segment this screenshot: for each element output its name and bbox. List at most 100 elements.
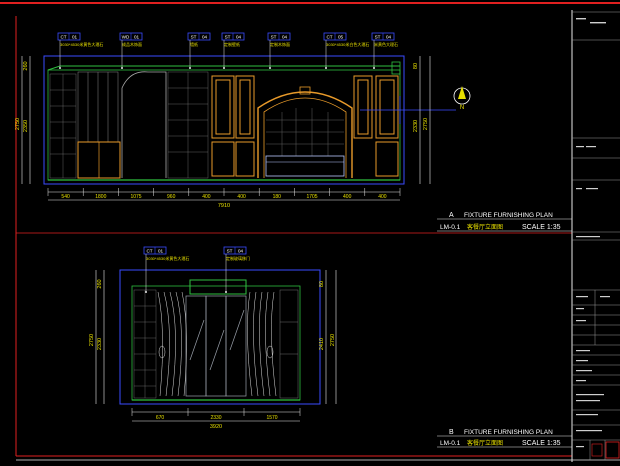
b-dim-label-2: 1570 — [266, 415, 277, 421]
drawing-tag-a: A LM-0.1 FIXTURE FURNISHING PLAN 客餐厅立面图 … — [437, 212, 572, 232]
a-callout-code-3: ST — [225, 35, 231, 40]
tag-letter-a: A — [449, 212, 454, 219]
elevation-a — [43, 55, 456, 185]
b-callout-note-1: 定制玻璃移门 — [226, 255, 250, 261]
marble-hatch-mid — [167, 71, 209, 179]
north-marker: N — [453, 86, 471, 111]
tag-letter-b: B — [449, 429, 454, 436]
a-callout-code-1: WD — [122, 35, 130, 40]
a-dim-label-0: 540 — [61, 194, 70, 200]
tag-number-a: LM-0.1 — [440, 224, 461, 231]
marble-hatch-b — [133, 289, 157, 399]
a-callout-num-1: 01 — [134, 35, 140, 40]
title-en-a: FIXTURE FURNISHING PLAN — [464, 212, 553, 219]
a-dim-label-9: 400 — [378, 194, 387, 200]
panel-right-b — [279, 289, 299, 399]
sheet-number-box — [605, 441, 620, 459]
b-callout-code-1: ST — [227, 249, 233, 254]
glass-sliding-doors — [185, 295, 247, 397]
overall-width-b: 3920 — [210, 424, 222, 430]
a-callout-code-5: CT — [326, 35, 332, 40]
right-dim-a-total: 2750 — [423, 118, 429, 130]
panel-column — [77, 71, 119, 143]
left-dim-a-main: 2350 — [23, 120, 29, 132]
a-callout-code-6: ST — [375, 35, 381, 40]
a-dim-label-5: 400 — [237, 194, 246, 200]
title-block-text-marks — [576, 18, 610, 448]
right-dim-b-main: 2410 — [319, 338, 325, 350]
right-dim-b-top: 80 — [319, 281, 325, 287]
scale-b: SCALE 1:35 — [522, 440, 561, 447]
left-dim-b-top: 260 — [97, 279, 103, 288]
curtain-left — [157, 291, 187, 397]
b-callout-code-0: CT — [146, 249, 152, 254]
a-callout-num-2: 04 — [202, 35, 208, 40]
dims-b: 670 2330 1570 3920 2750 2330 260 2750 2410… — [89, 270, 337, 430]
overall-width-a: 7910 — [218, 203, 230, 209]
curtain-right — [247, 291, 277, 397]
cabinet-left — [77, 141, 121, 179]
a-dim-label-4: 400 — [202, 194, 211, 200]
north-label: N — [460, 105, 464, 111]
b-dim-label-1: 2330 — [210, 415, 221, 421]
a-callout-note-0: 3030*4530米黄色大理石 — [60, 41, 103, 47]
a-dim-label-6: 180 — [273, 194, 282, 200]
scale-a: SCALE 1:35 — [522, 224, 561, 231]
drawing-tag-b: B LM-0.1 FIXTURE FURNISHING PLAN 客餐厅立面图 … — [437, 429, 572, 448]
sheet-rev-box — [591, 443, 603, 457]
tv-wall-arch — [257, 86, 353, 178]
marble-hatch-left — [49, 73, 77, 179]
a-callout-note-6: 米黄色大理石 — [374, 41, 398, 47]
dims-b-bottom: 670 2330 1570 — [131, 408, 301, 421]
a-callout-num-4: 04 — [282, 35, 288, 40]
a-dim-label-8: 400 — [343, 194, 352, 200]
right-dim-a-main: 2330 — [413, 120, 419, 132]
b-callout-num-0: 01 — [158, 249, 164, 254]
a-callout-code-4: ST — [271, 35, 277, 40]
a-callout-num-6: 04 — [386, 35, 392, 40]
a-callout-2: ST 04 墙纸 — [187, 32, 211, 69]
b-dim-label-0: 670 — [156, 415, 165, 421]
left-dim-b-main: 2330 — [97, 338, 103, 350]
wall-panels — [211, 75, 399, 177]
tag-number-b: LM-0.1 — [440, 440, 461, 447]
a-callout-num-0: 01 — [72, 35, 78, 40]
a-callout-note-2: 墙纸 — [190, 41, 198, 47]
b-callout-note-0: 3030*4530米黄色大理石 — [146, 255, 189, 261]
left-dim-a-top: 260 — [23, 61, 29, 70]
left-dim-a-total: 2750 — [15, 118, 21, 130]
a-callout-note-4: 定制木饰面 — [270, 41, 290, 47]
a-callout-code-0: CT — [60, 35, 66, 40]
a-callout-note-5: 3030*4530米白色大理石 — [326, 41, 369, 47]
title-cn-a: 客餐厅立面图 — [467, 223, 503, 231]
right-dim-b-total: 2750 — [330, 334, 336, 346]
a-dim-label-3: 960 — [167, 194, 176, 200]
doorway-opening — [121, 71, 167, 178]
title-block — [572, 11, 620, 460]
a-callout-num-3: 04 — [236, 35, 242, 40]
elevation-b — [119, 269, 321, 405]
right-dim-a-top: 80 — [413, 63, 419, 69]
left-dim-b-total: 2750 — [89, 334, 95, 346]
b-callout-num-1: 04 — [238, 249, 244, 254]
a-dim-label-2: 1075 — [130, 194, 141, 200]
a-callout-code-2: ST — [191, 35, 197, 40]
a-callout-num-5: 05 — [338, 35, 344, 40]
a-dim-label-7: 1705 — [306, 194, 317, 200]
title-cn-b: 客餐厅立面图 — [467, 439, 503, 447]
title-en-b: FIXTURE FURNISHING PLAN — [464, 429, 553, 436]
a-callout-note-1: 成品木饰面 — [122, 41, 142, 47]
